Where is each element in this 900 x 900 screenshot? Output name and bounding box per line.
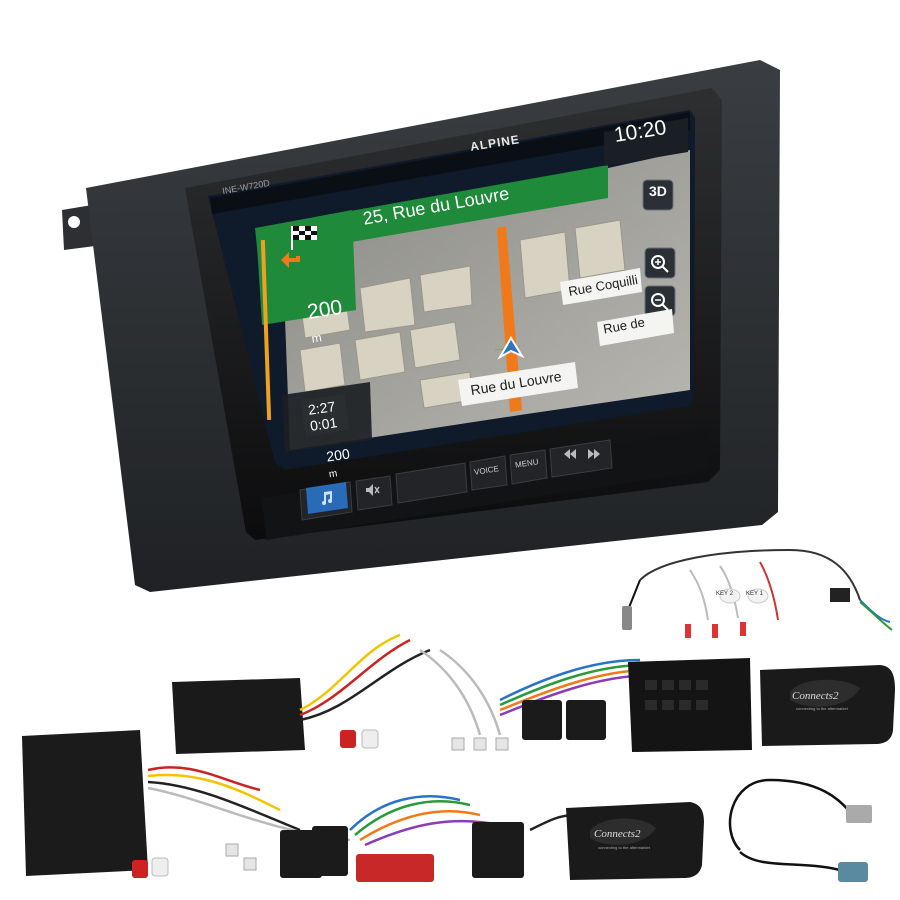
wire-bundle-1 xyxy=(299,633,656,736)
trip-info-panel xyxy=(282,382,372,452)
red-connector xyxy=(356,854,434,882)
wire-bundle-2 xyxy=(147,766,576,847)
turn-distance-unit: m xyxy=(310,330,323,346)
route-line xyxy=(497,226,522,412)
head-unit-photo: ALPINE INE-W720D 10:20 25, Rue du Louvre… xyxy=(62,60,780,592)
checkered-flag-icon xyxy=(290,224,320,250)
street-label-pill-main xyxy=(458,362,578,406)
spade-terminals-bottom xyxy=(225,843,257,871)
rca-plugs-bottom xyxy=(132,857,169,878)
rca-plugs-top xyxy=(340,729,379,749)
navigation-arrow-icon xyxy=(497,336,525,360)
zoom-out-icon[interactable] xyxy=(650,292,670,312)
key1-label: KEY 1 xyxy=(746,591,763,597)
mount-tab-top-left xyxy=(62,205,95,250)
left-turn-arrow-icon xyxy=(280,252,302,272)
din-antenna-plug xyxy=(846,805,872,823)
stalk-leads xyxy=(627,548,893,631)
zoom-in-icon[interactable] xyxy=(650,254,670,274)
iso-connectors-top xyxy=(522,700,606,740)
trip-distance-unit: m xyxy=(328,468,339,481)
harness-illustration xyxy=(22,548,895,882)
connects2-logo-1: Connects2 xyxy=(792,690,839,702)
connects2-tagline-2: connecting to the aftermarket xyxy=(598,845,650,850)
interface-box-small xyxy=(172,678,305,754)
antenna-cable xyxy=(728,778,851,851)
street-label-pill-1 xyxy=(560,268,642,305)
jack-plug xyxy=(622,606,632,630)
view-mode-button[interactable]: 3D xyxy=(649,183,667,199)
trip-distance-value: 200 xyxy=(325,445,351,465)
fascia-frame xyxy=(62,60,780,592)
connects2-tagline-1: connecting to the aftermarket xyxy=(796,706,848,711)
key2-label: KEY 2 xyxy=(716,591,733,597)
street-label-pill-2 xyxy=(597,309,674,346)
mute-icon[interactable] xyxy=(364,482,380,498)
fakra-connector xyxy=(838,862,868,882)
turn-distance-value: 200 xyxy=(305,295,344,324)
spade-terminals-top xyxy=(451,737,509,751)
skip-icon[interactable] xyxy=(562,448,602,460)
iso-connectors-bottom xyxy=(280,822,524,878)
connects2-logo-2: Connects2 xyxy=(594,828,641,840)
key-connectors xyxy=(685,622,746,638)
interface-box-large xyxy=(22,730,148,876)
turn-panel xyxy=(256,210,356,325)
wiring-kit-photo: KEY 2 KEY 1 Connects2 connecting to the … xyxy=(0,540,900,900)
music-note-icon[interactable] xyxy=(318,490,334,506)
